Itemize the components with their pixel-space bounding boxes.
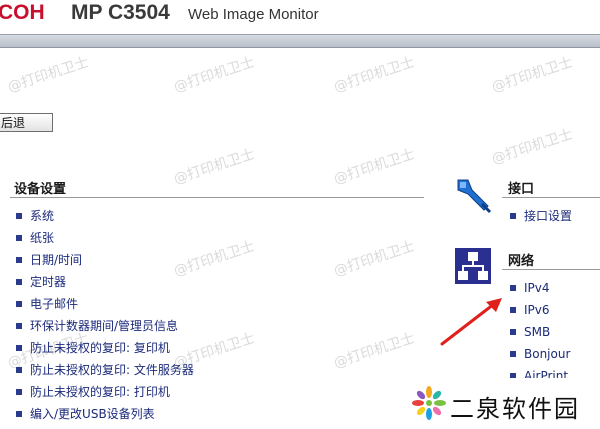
menu-item-unauth-copy-copier[interactable]: 防止未授权的复印: 复印机 [16, 339, 170, 356]
device-settings-title: 设备设置 [14, 182, 67, 197]
bullet-icon [16, 212, 22, 219]
menu-item-label: 编入/更改USB设备列表 [30, 407, 155, 421]
menu-item-email[interactable]: 电子邮件 [16, 295, 78, 312]
menu-item-eco-counter[interactable]: 环保计数器期间/管理员信息 [16, 317, 178, 334]
bullet-icon [16, 256, 22, 263]
bullet-icon [510, 285, 516, 291]
watermark: @打印机卫士 [331, 54, 417, 96]
menu-item-bonjour[interactable]: Bonjour [510, 347, 570, 361]
menu-item-label: 纸张 [30, 231, 55, 245]
menu-item-interface-settings[interactable]: 接口设置 [510, 207, 572, 224]
menu-item-label: 防止未授权的复印: 打印机 [30, 385, 170, 399]
back-button[interactable]: 后退 [0, 113, 53, 132]
menu-item-label: IPv4 [524, 281, 550, 295]
bullet-icon [16, 344, 22, 351]
bullet-icon [16, 388, 22, 395]
menu-item-unauth-copy-printer[interactable]: 防止未授权的复印: 打印机 [16, 383, 170, 400]
bullet-icon [16, 278, 22, 285]
watermark: @打印机卫士 [171, 238, 257, 280]
menu-item-paper[interactable]: 纸张 [16, 229, 54, 246]
menu-item-label: 定时器 [30, 275, 67, 289]
watermark: @打印机卫士 [331, 146, 417, 188]
watermark: @打印机卫士 [331, 238, 417, 280]
watermark: @打印机卫士 [171, 146, 257, 188]
product-name: Web Image Monitor [188, 6, 319, 23]
menu-item-date-time[interactable]: 日期/时间 [16, 251, 82, 268]
bullet-icon [510, 373, 516, 379]
bullet-icon [16, 322, 22, 329]
menu-item-smb[interactable]: SMB [510, 325, 550, 339]
section-divider [502, 197, 600, 198]
bullet-icon [16, 410, 22, 417]
watermark: @打印机卫士 [5, 54, 91, 96]
section-divider [502, 269, 600, 270]
watermark: @打印机卫士 [331, 330, 417, 372]
menu-item-label: 系统 [30, 209, 55, 223]
interface-title: 接口 [508, 182, 535, 197]
section-divider [10, 197, 424, 198]
bullet-icon [510, 212, 516, 219]
bullet-icon [16, 366, 22, 373]
network-cable-icon [457, 179, 492, 214]
menu-item-usb-device-list[interactable]: 编入/更改USB设备列表 [16, 405, 155, 422]
site-logo-text: 二泉软件园 [450, 395, 580, 423]
bullet-icon [510, 307, 516, 313]
watermark: @打印机卫士 [171, 54, 257, 96]
watermark: @打印机卫士 [489, 126, 575, 168]
menu-item-system[interactable]: 系统 [16, 207, 54, 224]
bullet-icon [16, 300, 22, 307]
bullet-icon [510, 329, 516, 335]
annotation-arrow-icon [440, 298, 502, 346]
menu-item-label: 环保计数器期间/管理员信息 [30, 319, 179, 333]
menu-item-label: 电子邮件 [30, 297, 79, 311]
menu-item-label: SMB [524, 325, 551, 339]
top-menu-bar [0, 34, 600, 48]
menu-item-label: Bonjour [524, 347, 571, 361]
menu-item-label: 日期/时间 [30, 253, 83, 267]
header-bar: COH MP C3504 Web Image Monitor [0, 0, 600, 34]
bullet-icon [510, 351, 516, 357]
menu-item-label: IPv6 [524, 303, 550, 317]
bullet-icon [16, 234, 22, 241]
menu-item-timer[interactable]: 定时器 [16, 273, 66, 290]
brand-logo: COH [0, 1, 45, 24]
watermark: @打印机卫士 [489, 54, 575, 96]
pinwheel-logo-icon [412, 386, 446, 420]
network-title: 网络 [508, 254, 535, 269]
menu-item-label: 接口设置 [524, 209, 573, 223]
menu-item-unauth-copy-fileserver[interactable]: 防止未授权的复印: 文件服务器 [16, 361, 194, 378]
menu-item-label: 防止未授权的复印: 文件服务器 [30, 363, 194, 377]
model-name: MP C3504 [71, 1, 170, 24]
menu-item-ipv6[interactable]: IPv6 [510, 303, 550, 317]
network-topology-icon [455, 248, 491, 284]
menu-item-ipv4[interactable]: IPv4 [510, 281, 550, 295]
menu-item-label: 防止未授权的复印: 复印机 [30, 341, 170, 355]
